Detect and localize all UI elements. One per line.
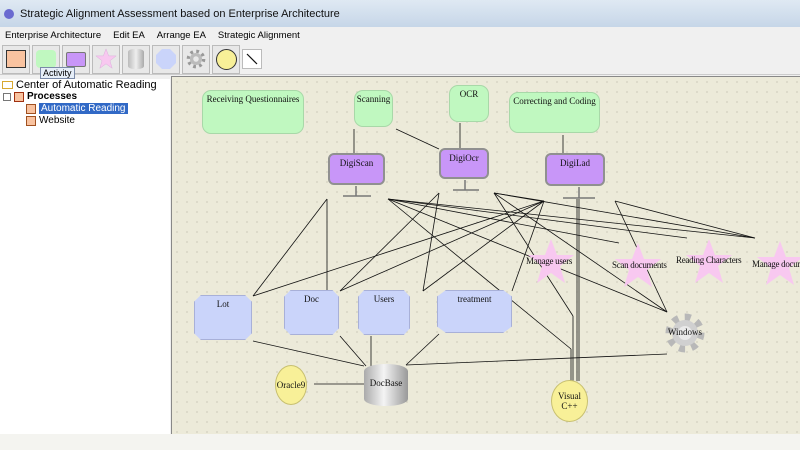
line-tool-button[interactable]	[242, 49, 262, 69]
collapse-icon	[3, 92, 11, 101]
diagram-canvas[interactable]	[171, 76, 800, 434]
tree-root[interactable]: Center of Automatic Reading	[2, 79, 157, 91]
window-title: Strategic Alignment Assessment based on …	[20, 7, 340, 20]
process-tree: Center of Automatic Reading Processes Au…	[0, 79, 170, 436]
data-users[interactable]: Users	[358, 290, 410, 335]
function-scan-documents[interactable]: Scan documents	[610, 240, 667, 292]
connections	[252, 123, 756, 385]
menu-arrange-ea[interactable]: Arrange EA	[156, 29, 206, 41]
menu-strategic-alignment[interactable]: Strategic Alignment	[217, 29, 300, 41]
function-manage-documents[interactable]: Manage documents	[752, 238, 800, 290]
platform-tool-button[interactable]	[182, 44, 210, 74]
star-icon	[757, 241, 800, 285]
grid-icon	[14, 91, 24, 102]
technology-oracle9[interactable]: Oracle9	[275, 365, 307, 405]
function-reading-characters[interactable]: Reading Characters	[676, 236, 742, 288]
system-digiocr[interactable]: DigiOcr	[439, 148, 489, 179]
database-icon	[128, 49, 144, 69]
star-icon	[528, 239, 574, 283]
title-bar: Strategic Alignment Assessment based on …	[0, 0, 800, 27]
data-lot[interactable]: Lot	[194, 295, 252, 340]
circle-icon	[215, 48, 237, 70]
activity-correcting-and-coding[interactable]: Correcting and Coding	[509, 92, 600, 133]
line-icon	[246, 53, 258, 65]
tooltip: Activity	[40, 67, 75, 79]
technology-tool-button[interactable]	[212, 44, 240, 74]
platform-windows[interactable]: Windows	[664, 312, 706, 354]
system-digilad[interactable]: DigiLad	[545, 153, 605, 186]
gear-icon	[665, 313, 705, 353]
menu-enterprise-architecture[interactable]: Enterprise Architecture	[5, 29, 102, 41]
menu-edit-ea[interactable]: Edit EA	[113, 29, 145, 41]
data-object-icon	[156, 49, 176, 69]
process-tool-button[interactable]	[2, 44, 30, 74]
process-icon	[6, 50, 26, 68]
process-icon	[26, 115, 36, 126]
activity-scanning[interactable]: Scanning	[354, 90, 393, 127]
star-icon	[95, 48, 117, 69]
function-tool-button[interactable]	[92, 44, 120, 74]
system-icon	[66, 51, 86, 67]
app-icon	[4, 8, 14, 19]
star-icon	[615, 243, 661, 287]
activity-icon	[36, 50, 56, 68]
tree-item-automatic-reading[interactable]: Automatic Reading	[26, 103, 128, 114]
tree-group-processes[interactable]: Processes	[3, 91, 77, 102]
data-treatment[interactable]: treatment	[437, 290, 512, 333]
database-docbase[interactable]: DocBase	[364, 364, 408, 406]
database-tool-button[interactable]	[122, 44, 150, 74]
status-area	[0, 434, 800, 450]
menu-bar: Enterprise Architecture Edit EA Arrange …	[0, 27, 800, 43]
data-object-tool-button[interactable]	[152, 44, 180, 74]
activity-ocr[interactable]: OCR	[449, 85, 489, 122]
star-icon	[686, 239, 732, 283]
activity-receiving-questionnaires[interactable]: Receiving Questionnaires	[202, 90, 304, 134]
system-digiscan[interactable]: DigiScan	[328, 153, 385, 185]
process-icon	[26, 103, 36, 114]
technology-visual-cpp[interactable]: Visual C++	[551, 380, 588, 422]
gear-icon	[186, 49, 206, 69]
system-tool-button[interactable]	[62, 44, 90, 74]
tree-item-website[interactable]: Website	[26, 115, 75, 126]
toolbar	[0, 44, 800, 75]
data-doc[interactable]: Doc	[284, 290, 339, 335]
folder-icon	[2, 81, 13, 89]
function-manage-users[interactable]: Manage users	[526, 236, 576, 288]
